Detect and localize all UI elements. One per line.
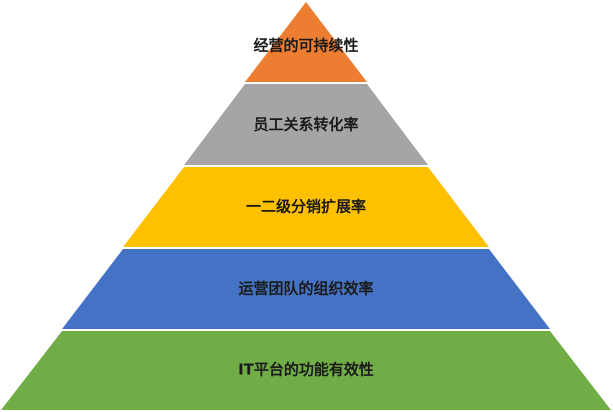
pyramid-tier-1 [245,2,367,82]
tier-1-label: 经营的可持续性 [253,37,358,55]
tier-2-label: 员工关系转化率 [253,116,358,134]
pyramid-tier-4 [62,249,550,329]
pyramid-tier-3 [123,167,489,247]
tier-5-label: IT平台的功能有效性 [238,361,374,379]
tier-4-label: 运营团队的组织效率 [238,280,373,298]
pyramid-tier-5 [1,331,611,410]
tier-3-label: 一二级分销扩展率 [246,198,366,216]
pyramid-tier-2 [184,84,428,165]
